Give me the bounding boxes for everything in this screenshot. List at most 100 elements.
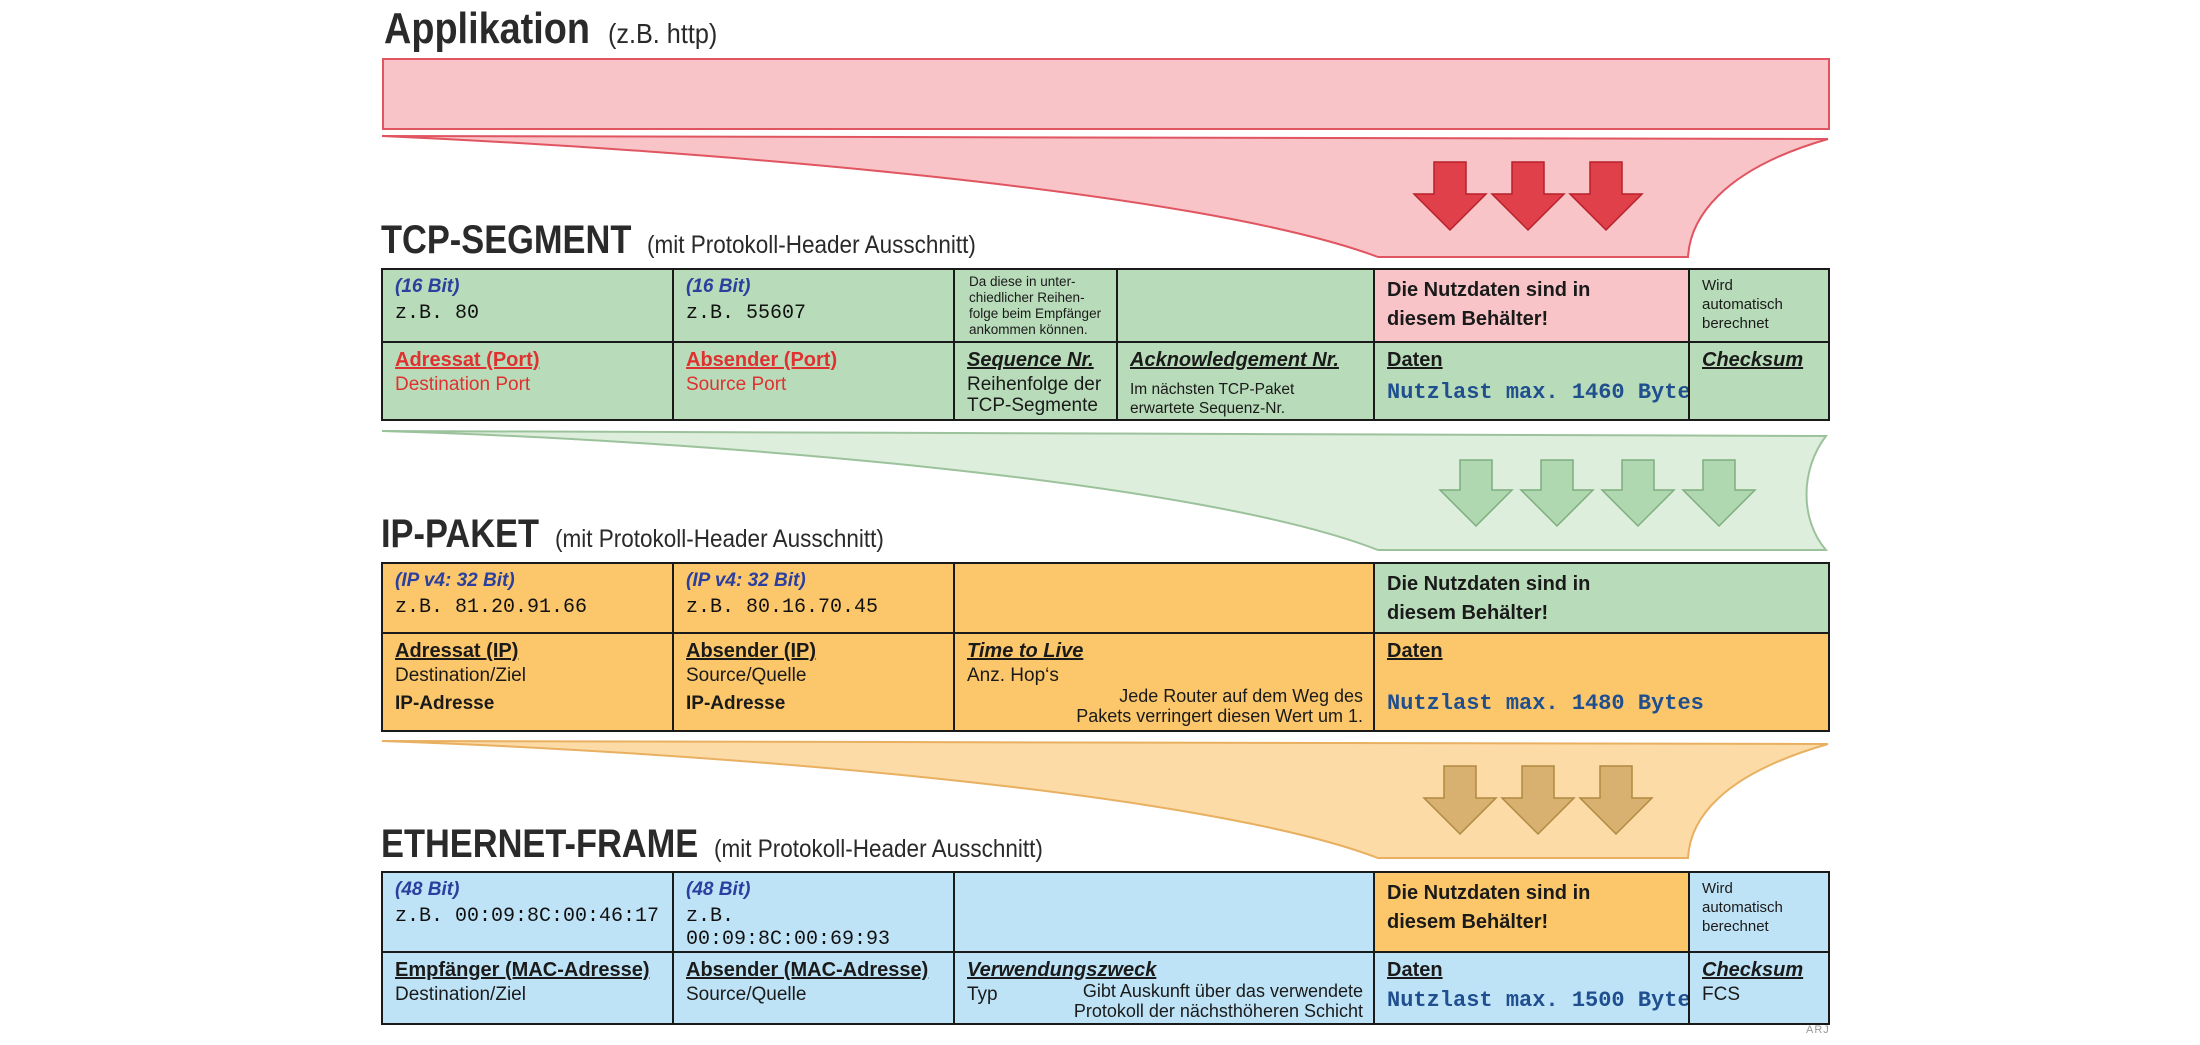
eth-payload-note-cell: Die Nutzdaten sind in diesem Behälter! — [1373, 871, 1690, 953]
ip-dest-example: z.B. 81.20.91.66 — [395, 596, 588, 619]
eth-src-example: z.B. 00:09:8C:00:69:93 — [686, 905, 891, 951]
tcp-dest-label: Adressat (Port) — [395, 349, 540, 371]
eth-auto-note: Wird automatisch berechnet — [1702, 880, 1783, 935]
tcp-ack-sub: Im nächsten TCP-Paket erwartete Sequenz-… — [1130, 381, 1295, 417]
ip-dest-bits: (IP v4: 32 Bit) — [395, 570, 515, 591]
ethernet-title-text: ETHERNET-FRAME — [381, 822, 699, 866]
eth-dest-cell: Empfänger (MAC-Adresse) Destination/Ziel — [381, 951, 674, 1025]
green-arrow-3 — [1600, 459, 1676, 528]
eth-checksum-cell: Checksum FCS — [1688, 951, 1830, 1025]
eth-checksum-sub: FCS — [1702, 984, 1740, 1005]
tcp-seq-label: Sequence Nr. — [967, 349, 1094, 371]
green-arrow-1 — [1438, 459, 1514, 528]
orange-arrow-3 — [1578, 765, 1654, 836]
ip-subtitle: (mit Protokoll-Header Ausschnitt) — [555, 525, 885, 553]
ip-dest-header-cell: (IP v4: 32 Bit) z.B. 81.20.91.66 — [381, 562, 674, 634]
tcp-auto-cell: Wird automatisch berechnet — [1688, 268, 1830, 343]
author-signature: ARJ — [1806, 1024, 1830, 1036]
ip-dest-sub1: Destination/Ziel — [395, 665, 526, 686]
eth-type-label: Verwendungszweck — [967, 959, 1157, 981]
orange-arrow-2 — [1500, 765, 1576, 836]
tcp-src-port-cell: Absender (Port) Source Port — [672, 341, 955, 421]
tcp-src-label: Absender (Port) — [686, 349, 838, 371]
tcp-title: TCP-SEGMENT (mit Protokoll-Header Aussch… — [381, 218, 1012, 263]
red-arrow-2 — [1490, 161, 1566, 232]
tcp-ack-header-cell — [1116, 268, 1375, 343]
ip-src-example: z.B. 80.16.70.45 — [686, 596, 879, 619]
tcp-src-example: z.B. 55607 — [686, 302, 807, 325]
tcp-src-bits: (16 Bit) — [686, 276, 751, 297]
green-arrow-2 — [1519, 459, 1595, 528]
ip-dest-label: Adressat (IP) — [395, 640, 519, 662]
ip-ttl-header-cell — [953, 562, 1375, 634]
eth-data-cell: Daten Nutzlast max. 1500 Bytes — [1373, 951, 1690, 1025]
ip-title-text: IP-PAKET — [381, 512, 539, 556]
tcp-segment-table: (16 Bit) z.B. 80 (16 Bit) z.B. 55607 Da … — [381, 268, 1830, 421]
eth-type-sub: Typ — [967, 984, 998, 1005]
red-arrow-3 — [1568, 161, 1644, 232]
tcp-dest-example: z.B. 80 — [395, 302, 480, 325]
ip-dest-cell: Adressat (IP) Destination/Ziel IP-Adress… — [381, 632, 674, 732]
tcp-dest-sub: Destination Port — [395, 374, 531, 395]
ip-packet-table: (IP v4: 32 Bit) z.B. 81.20.91.66 (IP v4:… — [381, 562, 1830, 732]
red-arrows — [1412, 161, 1644, 232]
eth-dest-example: z.B. 00:09:8C:00:46:17 — [395, 905, 660, 928]
eth-dest-header-cell: (48 Bit) z.B. 00:09:8C:00:46:17 — [381, 871, 674, 953]
ip-src-label: Absender (IP) — [686, 640, 817, 662]
tcp-dest-header-cell: (16 Bit) z.B. 80 — [381, 268, 674, 343]
eth-payload-note: Die Nutzdaten sind in diesem Behälter! — [1387, 882, 1591, 933]
ip-data-cell: Daten Nutzlast max. 1480 Bytes — [1373, 632, 1830, 732]
tcp-title-text: TCP-SEGMENT — [381, 218, 632, 262]
ip-src-sub2: IP-Adresse — [686, 693, 786, 714]
ethernet-subtitle: (mit Protokoll-Header Ausschnitt) — [714, 835, 1044, 863]
eth-src-bits: (48 Bit) — [686, 879, 751, 900]
orange-arrow-1 — [1422, 765, 1498, 836]
ip-payload-note-cell: Die Nutzdaten sind in diesem Behälter! — [1373, 562, 1830, 634]
ip-dest-sub2: IP-Adresse — [395, 693, 495, 714]
tcp-ack-cell: Acknowledgement Nr. Im nächsten TCP-Pake… — [1116, 341, 1375, 421]
ip-ttl-cell: Time to Live Anz. Hop‘s Jede Router auf … — [953, 632, 1375, 732]
eth-dest-label: Empfänger (MAC-Adresse) — [395, 959, 650, 981]
ip-src-cell: Absender (IP) Source/Quelle IP-Adresse — [672, 632, 955, 732]
tcp-subtitle: (mit Protokoll-Header Ausschnitt) — [646, 231, 976, 259]
eth-type-cell: Verwendungszweck Typ Gibt Auskunft über … — [953, 951, 1375, 1025]
tcp-seq-header-cell: Da diese in unter- chiedlicher Reihen- f… — [953, 268, 1118, 343]
tcp-ack-label: Acknowledgement Nr. — [1130, 349, 1339, 371]
tcp-seq-cell: Sequence Nr. Reihenfolge der TCP-Segment… — [953, 341, 1118, 421]
eth-auto-cell: Wird automatisch berechnet — [1688, 871, 1830, 953]
eth-type-header-cell — [953, 871, 1375, 953]
ip-ttl-sub: Anz. Hop‘s — [967, 665, 1059, 686]
tcp-data-sub: Nutzlast max. 1460 Bytes — [1387, 380, 1689, 405]
ip-data-sub: Nutzlast max. 1480 Bytes — [1387, 691, 1704, 716]
tcp-src-sub: Source Port — [686, 374, 787, 395]
eth-dest-sub: Destination/Ziel — [395, 984, 526, 1005]
tcp-payload-note: Die Nutzdaten sind in diesem Behälter! — [1387, 279, 1591, 330]
eth-data-sub: Nutzlast max. 1500 Bytes — [1387, 988, 1689, 1013]
application-title-text: Applikation — [384, 4, 591, 53]
ip-src-bits: (IP v4: 32 Bit) — [686, 570, 806, 591]
tcp-seq-sub: Reihenfolge der TCP-Segmente — [967, 374, 1102, 416]
tcp-auto-note: Wird automatisch berechnet — [1702, 277, 1783, 332]
ethernet-frame-table: (48 Bit) z.B. 00:09:8C:00:46:17 (48 Bit)… — [381, 871, 1830, 1025]
eth-src-label: Absender (MAC-Adresse) — [686, 959, 929, 981]
red-arrow-1 — [1412, 161, 1488, 232]
tcp-payload-note-cell: Die Nutzdaten sind in diesem Behälter! — [1373, 268, 1690, 343]
ip-data-label: Daten — [1387, 640, 1443, 662]
green-arrow-4 — [1681, 459, 1757, 528]
ip-src-header-cell: (IP v4: 32 Bit) z.B. 80.16.70.45 — [672, 562, 955, 634]
tcp-seq-note: Da diese in unter- chiedlicher Reihen- f… — [969, 274, 1102, 337]
tcp-data-cell: Daten Nutzlast max. 1460 Bytes — [1373, 341, 1690, 421]
ethernet-title: ETHERNET-FRAME (mit Protokoll-Header Aus… — [381, 822, 1080, 867]
tcp-src-header-cell: (16 Bit) z.B. 55607 — [672, 268, 955, 343]
ip-title: IP-PAKET (mit Protokoll-Header Ausschnit… — [381, 512, 921, 557]
tcp-checksum-cell: Checksum — [1688, 341, 1830, 421]
tcp-dest-port-cell: Adressat (Port) Destination Port — [381, 341, 674, 421]
application-title: Applikation (z.B. http) — [384, 4, 729, 54]
application-data-bar — [382, 58, 1830, 130]
orange-arrows — [1422, 765, 1654, 836]
eth-checksum-label: Checksum — [1702, 959, 1804, 981]
eth-src-header-cell: (48 Bit) z.B. 00:09:8C:00:69:93 — [672, 871, 955, 953]
eth-data-label: Daten — [1387, 959, 1443, 981]
application-subtitle: (z.B. http) — [608, 18, 718, 49]
